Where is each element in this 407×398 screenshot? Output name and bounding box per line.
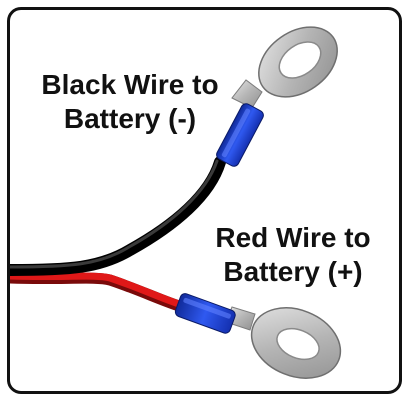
negative-blue-sleeve [216, 103, 264, 167]
black-wire-label: Black Wire to Battery (-) [22, 68, 238, 136]
red-wire-label-line2: Battery (+) [223, 256, 363, 287]
red-wire-label: Red Wire to Battery (+) [198, 221, 388, 289]
positive-blue-sleeve [174, 293, 236, 334]
black-wire-label-line1: Black Wire to [41, 69, 219, 100]
black-wire [10, 156, 226, 276]
negative-terminal [231, 26, 338, 109]
positive-terminal [225, 306, 342, 379]
black-wire-label-line2: Battery (-) [63, 103, 197, 134]
red-wire-label-line1: Red Wire to [215, 222, 371, 253]
